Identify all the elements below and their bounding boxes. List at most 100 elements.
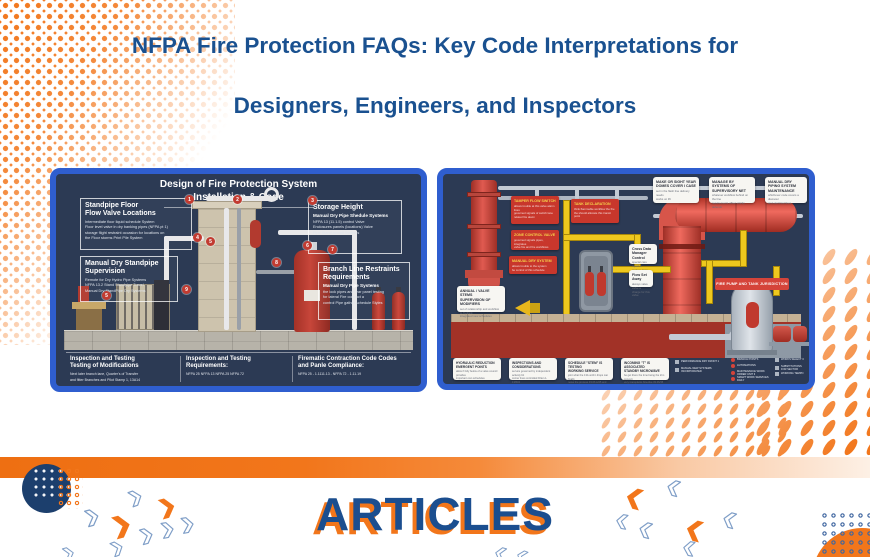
legend-dot-icon (731, 371, 735, 376)
pump-skid-graphic (769, 342, 809, 346)
footer-separator (180, 356, 181, 382)
floor-graphic (64, 330, 413, 350)
chevron-left-icon (616, 514, 629, 530)
number-badge: 8 (272, 258, 281, 267)
pipe-graphic (498, 186, 798, 190)
legend-item: WORKS SELECT 3 (775, 358, 807, 362)
legend-square-icon (675, 368, 679, 373)
yellow-pipe-graphic (563, 200, 570, 324)
orange-gradient-bar (0, 457, 870, 478)
pipe-graphic (352, 230, 357, 330)
yellow-pipe-graphic (740, 230, 747, 267)
chevron-right-icon (110, 515, 130, 540)
red-callout-tank-declaration: TANK DECLARATION think flammable workflo… (571, 199, 619, 223)
callout-box: MANAGE BY SYSTEMS OF SUPERVISORY NET wha… (709, 177, 755, 209)
spray-nozzle-icon (530, 303, 540, 313)
chevron-right-icon (180, 517, 194, 534)
chevron-right-icon (109, 541, 123, 557)
legend-dot-icon (731, 364, 735, 368)
bottom-note-box: INSPECTIONS AND CONSIDERATIONS service g… (509, 358, 557, 384)
callout-branch-line-restraints: Branch Line Restraints Requirements Manu… (318, 262, 410, 320)
legend-square-icon (675, 360, 679, 364)
fire-pump-banner: FIRE PUMP AND TANK JURISDICTION (715, 278, 789, 290)
number-badge: 3 (308, 196, 317, 205)
callout-box: MANUAL DRY PIPING SYSTEM MAINTENANCE whi… (765, 177, 807, 205)
callout-standpipe-floor: Standpipe Floor Flow Valve Locations Int… (80, 198, 192, 250)
legend-item: BRANCH POINTS (731, 358, 773, 362)
number-badge: 1 (185, 195, 194, 204)
footer-divider (66, 352, 411, 353)
brick-strip-graphic (451, 314, 801, 322)
chevron-left-icon (683, 541, 696, 557)
callout-box: MAKE OR SIGHT YEAR DOMES COVER I CASE se… (653, 177, 699, 203)
number-badge: 5 (102, 291, 111, 300)
flange-graphic (467, 252, 501, 257)
fire-extinguisher-graphic (372, 292, 385, 330)
infographic-left-image[interactable]: Design of Fire Protection SystemInstalla… (50, 168, 427, 392)
tank-label-graphic (304, 290, 320, 301)
red-valve-graphic (585, 272, 594, 296)
yellow-pipe-graphic (563, 234, 641, 241)
number-badge: 4 (193, 233, 202, 242)
fire-pump-graphic (793, 326, 807, 342)
pipe-graphic (256, 270, 316, 274)
legend-item: SUBSTITUTIONS FOR SECTOR (775, 365, 807, 371)
number-badge: 2 (233, 195, 242, 204)
callout-storage-height: Storage Height Manual Dry Pipe Shedule S… (308, 200, 402, 254)
articles-label: ARTICLES (316, 488, 554, 540)
desk-base-graphic (76, 309, 102, 330)
desk-graphic (72, 302, 106, 309)
tank-neck-graphic (307, 242, 317, 251)
chevron-left-icon (686, 520, 705, 543)
flange-graphic (467, 224, 501, 229)
footer-col-code-compliance: Firematic Contraction Code Codes and Pan… (298, 356, 397, 377)
ring-dot-grid-blue (820, 511, 870, 557)
chevron-right-icon (157, 498, 175, 520)
extinguisher-handle-graphic (396, 287, 401, 293)
chevron-left-icon (626, 488, 645, 511)
chevron-left-icon (517, 550, 529, 557)
spray-nozzle-icon (515, 300, 530, 316)
fire-extinguisher-graphic (392, 292, 405, 330)
pipe-graphic (237, 208, 241, 330)
infographic-right-image[interactable]: MAKE OR SIGHT YEAR DOMES COVER I CASE se… (437, 168, 815, 390)
legend-square-icon (775, 358, 779, 362)
pipe-graphic (278, 230, 357, 235)
legend-item: PERFORMANCE DRY FRONT 1 (675, 360, 727, 364)
bottom-note-box: INCOMING "T" IS ASSOCIATED STANDBY MICRO… (621, 358, 669, 384)
legend-square-icon (775, 366, 779, 371)
tank-window-graphic (746, 302, 759, 328)
chevron-right-icon (83, 509, 99, 528)
chevron-left-icon (495, 547, 508, 557)
extinguisher-handle-graphic (376, 287, 381, 293)
flange-graphic (467, 192, 501, 197)
pipe-flange-graphic (659, 244, 705, 249)
legend-square-icon (775, 372, 779, 376)
pipe-graphic (669, 334, 739, 340)
pipe-graphic (224, 208, 229, 330)
pipe-graphic (498, 196, 648, 200)
small-red-tank-graphic (250, 220, 261, 248)
chevron-left-icon (723, 512, 738, 530)
pipe-graphic (615, 186, 619, 202)
red-callout-tamper-flow-switch: TAMPER FLOW SWITCH allows trouble at thi… (511, 196, 559, 224)
chevron-right-icon (138, 528, 153, 546)
footer-col-testing-requirements: Inspection and Testing Requirements: NFP… (186, 356, 251, 377)
number-badge: 9 (182, 285, 191, 294)
number-badge: 6 (303, 241, 312, 250)
legend-item: AUTOMATIONS (731, 364, 773, 368)
yellow-pipe-graphic (706, 260, 713, 304)
legend-item: MANUAL NEW SYSTEMS INCORPORATED (675, 367, 727, 373)
callout-box: Cross Data Manager Control special care … (629, 244, 657, 272)
callout-box: Flow Set Away always valve valve a charg… (629, 270, 653, 297)
red-valve-graphic (597, 272, 606, 296)
red-callout-manual-dry-system: MANUAL DRY SYSTEM allows trouble to the … (509, 256, 557, 274)
legend-item: WORKING TEMPO (775, 372, 807, 376)
left-infographic-art: Design of Fire Protection SystemInstalla… (56, 174, 421, 386)
pipe-graphic (164, 236, 169, 306)
pipe-graphic (535, 186, 539, 202)
ring-dot-grid-orange (57, 467, 83, 509)
control-unit-graphic (154, 280, 169, 330)
chevron-right-icon (160, 522, 174, 539)
